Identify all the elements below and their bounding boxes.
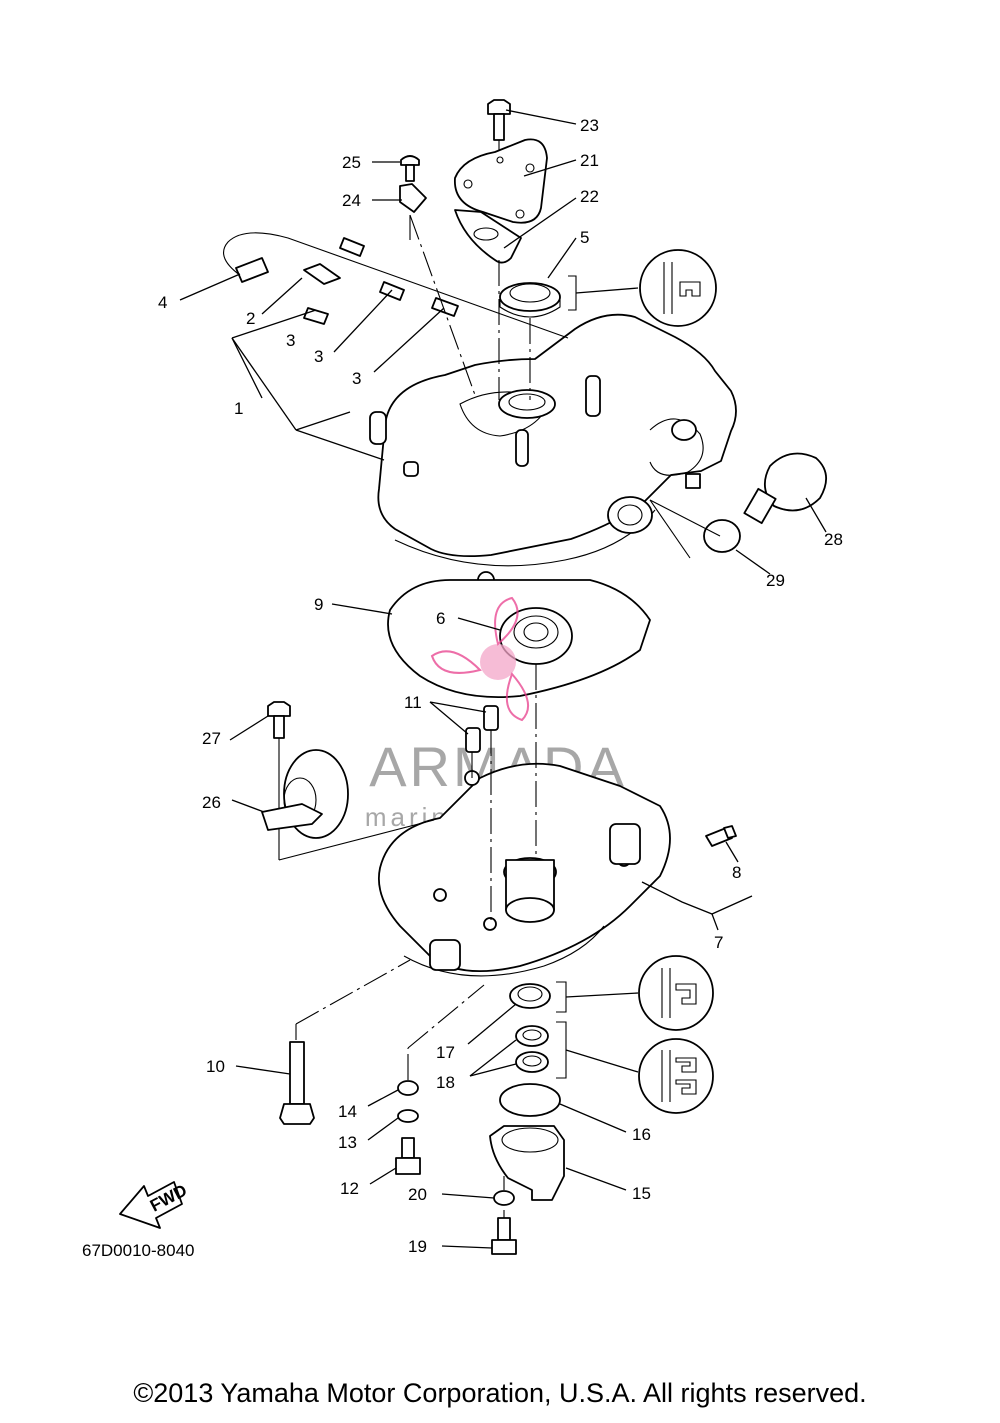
callout-23: 23 (580, 116, 599, 135)
washer-13-drawing (397, 1109, 419, 1123)
callout-6: 6 (436, 609, 445, 628)
callout-3a: 3 (286, 331, 295, 350)
callout-19: 19 (408, 1237, 427, 1256)
callout-24: 24 (342, 191, 361, 210)
fwd-arrow: FWD (119, 1181, 190, 1229)
o-ring-29-drawing (703, 519, 741, 553)
callout-28: 28 (824, 530, 843, 549)
seal-17-drawing (509, 983, 551, 1009)
callout-numbers: 23 21 22 5 25 24 4 2 3 3 3 1 28 29 9 6 1… (158, 116, 843, 1256)
bearing-6-drawing (499, 607, 573, 665)
screw-25-drawing (399, 155, 427, 240)
seal-detail-18 (556, 1021, 714, 1114)
bolt-10-drawing (279, 1024, 315, 1125)
callout-26: 26 (202, 793, 221, 812)
callout-20: 20 (408, 1185, 427, 1204)
propeller-logo (430, 596, 530, 722)
dowels-and-hose-drawing (223, 232, 569, 339)
seal-detail-17 (556, 955, 714, 1031)
callout-13: 13 (338, 1133, 357, 1152)
callout-3b: 3 (314, 347, 323, 366)
plug-12-drawing (395, 1137, 421, 1175)
callout-22: 22 (580, 187, 599, 206)
callout-5: 5 (580, 228, 589, 247)
callout-7: 7 (714, 933, 723, 952)
callout-10: 10 (206, 1057, 225, 1076)
drain-plug-28-drawing (743, 452, 827, 525)
callout-1: 1 (234, 399, 243, 418)
leader-lines (179, 109, 827, 1249)
callout-9: 9 (314, 595, 323, 614)
callout-3c: 3 (352, 369, 361, 388)
gear-26-drawing (261, 749, 349, 839)
callout-29: 29 (766, 571, 785, 590)
upper-case-drawing (369, 313, 737, 589)
seal-detail-5 (568, 249, 717, 327)
callout-17: 17 (436, 1043, 455, 1062)
callout-12: 12 (340, 1179, 359, 1198)
alignment-lines (278, 214, 537, 1218)
washer-14-drawing (397, 1080, 419, 1096)
callout-21: 21 (580, 151, 599, 170)
callout-16: 16 (632, 1125, 651, 1144)
callout-8: 8 (732, 863, 741, 882)
lower-case-drawing (378, 762, 671, 977)
callout-11: 11 (404, 693, 422, 712)
gasket-22-drawing (454, 209, 522, 264)
seals-18-drawing (515, 1025, 549, 1073)
housing-15-drawing (489, 1125, 565, 1201)
callout-14: 14 (338, 1102, 357, 1121)
callout-4: 4 (158, 293, 167, 312)
oil-seal-5-drawing (499, 282, 561, 318)
drawing-code: 67D0010-8040 (82, 1241, 194, 1260)
washer-20-drawing (493, 1190, 515, 1206)
callout-27: 27 (202, 729, 221, 748)
o-ring-16-drawing (499, 1083, 561, 1117)
callout-2: 2 (246, 309, 255, 328)
callout-15: 15 (632, 1184, 651, 1203)
callout-18: 18 (436, 1073, 455, 1092)
dowels-11-drawing (465, 705, 499, 753)
bolt-8-drawing (705, 825, 737, 847)
bolt-23-drawing (487, 99, 511, 175)
copyright-notice: ©2013 Yamaha Motor Corporation, U.S.A. A… (133, 1378, 867, 1408)
cover-21-drawing (454, 138, 548, 224)
callout-25: 25 (342, 153, 361, 172)
screw-19-drawing (491, 1217, 517, 1255)
